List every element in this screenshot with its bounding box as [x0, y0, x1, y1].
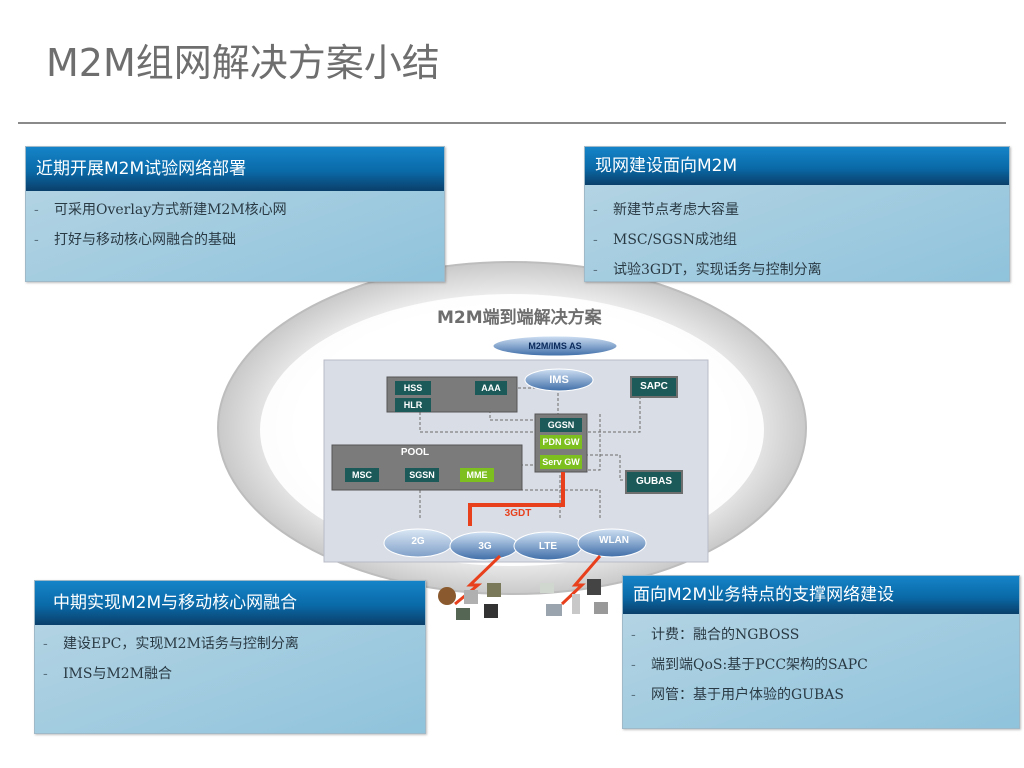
hss-node: HSS: [395, 381, 431, 395]
hlr-node: HLR: [395, 398, 431, 412]
cloud-wlan: [577, 528, 647, 558]
title-divider: [18, 122, 1006, 124]
support-network-header: 面向M2M业务特点的支撑网络建设: [623, 576, 1019, 614]
mid-term-item: -建设EPC，实现M2M话务与控制分离: [43, 636, 299, 652]
near-term-item: -打好与移动核心网融合的基础: [34, 232, 236, 248]
support-network-item: -计费：融合的NGBOSS: [631, 627, 800, 643]
aaa-node: AAA: [475, 381, 507, 395]
gdt-label: 3GDT: [504, 508, 532, 519]
gdt-link: [468, 472, 565, 526]
support-network-item: -网管：基于用户体验的GUBAS: [631, 687, 844, 703]
page-title: M2M组网解决方案小结: [46, 41, 440, 85]
pool-label: POOL: [400, 447, 430, 458]
current-network-box: 现网建设面向M2M -新建节点考虑大容量 -MSC/SGSN成池组 -试验3GD…: [584, 146, 1010, 282]
ims-label: IMS: [549, 374, 569, 386]
access-lte-label: LTE: [538, 541, 558, 552]
gubas-node: GUBAS: [625, 470, 683, 494]
current-network-item: -试验3GDT，实现话务与控制分离: [593, 262, 822, 278]
near-term-box: 近期开展M2M试验网络部署 -可采用Overlay方式新建M2M核心网 -打好与…: [25, 146, 445, 282]
pdn-gw-node: PDN GW: [540, 435, 582, 449]
current-network-header: 现网建设面向M2M: [585, 147, 1009, 185]
access-wlan-label: WLAN: [599, 535, 629, 546]
support-network-item: -端到端QoS:基于PCC架构的SAPC: [631, 657, 868, 673]
ims-cloud: [524, 368, 594, 392]
serv-gw-node: Serv GW: [540, 455, 582, 469]
mid-term-box: 中期实现M2M与移动核心网融合 -建设EPC，实现M2M话务与控制分离 -IMS…: [34, 580, 426, 734]
m2m-ims-as-label: M2M/IMS AS: [528, 341, 582, 351]
msc-node: MSC: [345, 468, 379, 482]
m2m-ims-as-cloud: [492, 335, 618, 357]
near-term-item: -可采用Overlay方式新建M2M核心网: [34, 202, 287, 218]
sgsn-node: SGSN: [405, 468, 439, 482]
mme-node: MME: [460, 468, 494, 482]
pool-group: [331, 444, 523, 491]
access-3g-label: 3G: [478, 541, 492, 552]
mid-term-item: -IMS与M2M融合: [43, 666, 173, 682]
support-network-box: 面向M2M业务特点的支撑网络建设 -计费：融合的NGBOSS -端到端QoS:基…: [622, 575, 1020, 729]
sapc-node: SAPC: [630, 376, 678, 398]
mid-term-header: 中期实现M2M与移动核心网融合: [35, 581, 425, 625]
diagram-title: M2M端到端解决方案: [437, 308, 602, 328]
current-network-item: -新建节点考虑大容量: [593, 202, 739, 218]
access-2g-label: 2G: [411, 536, 425, 547]
ggsn-node: GGSN: [540, 418, 582, 432]
near-term-header: 近期开展M2M试验网络部署: [26, 147, 444, 191]
current-network-item: -MSC/SGSN成池组: [593, 232, 737, 248]
m2m-devices: [438, 579, 608, 620]
